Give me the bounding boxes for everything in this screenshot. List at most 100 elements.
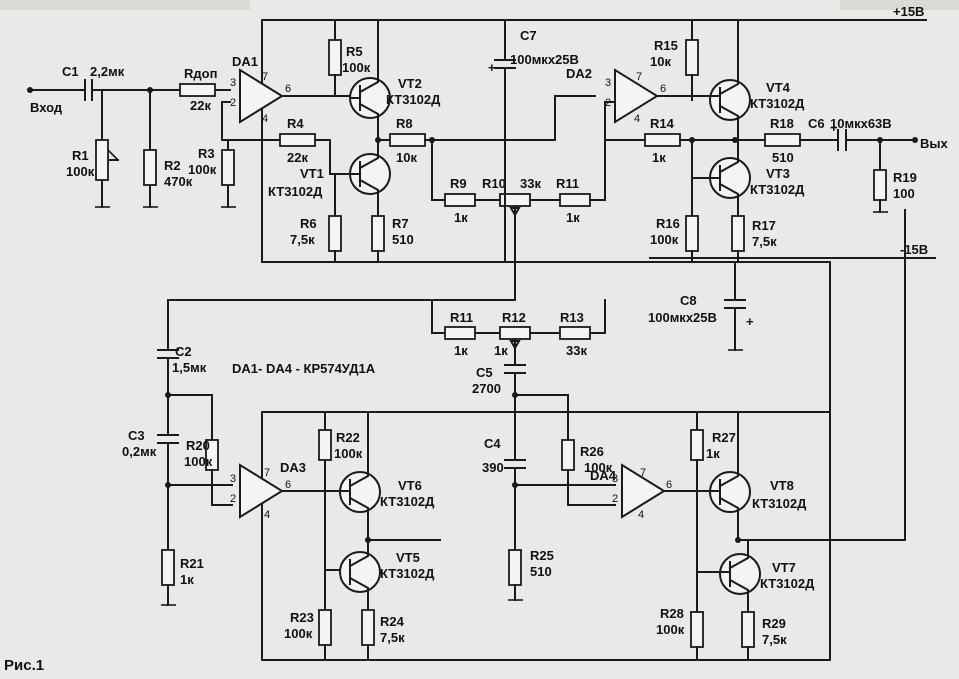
da4-id: DA4	[590, 468, 617, 483]
input-label: Вход	[30, 100, 63, 115]
resistor-r4	[279, 133, 316, 147]
r29-value: 100к	[656, 622, 685, 637]
r10-value: 33к	[520, 176, 541, 191]
resistor-r17	[685, 215, 699, 252]
r3-id: R3	[198, 146, 215, 161]
r11-value: 1к	[566, 210, 580, 225]
vt3-type: КТ3102Д	[750, 182, 805, 197]
da4-pin3: 3	[612, 473, 618, 485]
c8-plus: +	[746, 314, 754, 329]
r8-id: R8	[396, 116, 413, 131]
r9-id: R9	[450, 176, 467, 191]
vt4-id: VT4	[766, 80, 791, 95]
da3-id: DA3	[280, 460, 306, 475]
transistor-vt7	[709, 539, 761, 613]
resistor-r30	[741, 611, 755, 648]
resistor-r27	[561, 439, 575, 471]
r12-value: 1к	[454, 343, 468, 358]
c7-value: 100мкх25В	[510, 52, 579, 67]
resistor-r16	[685, 39, 699, 76]
r4-id: R4	[287, 116, 304, 131]
c8-value: 100мкх25В	[648, 310, 717, 325]
transistor-vt5	[339, 539, 381, 611]
r1-id: R1	[72, 148, 89, 163]
r17-id: R16	[656, 216, 680, 231]
resistor-r13	[499, 326, 531, 340]
da4-pin4: 4	[638, 509, 644, 521]
vt1-type: КТ3102Д	[268, 184, 323, 199]
r21-id: R20	[186, 438, 210, 453]
vt1-id: VT1	[300, 166, 324, 181]
r22-id: R21	[180, 556, 204, 571]
opamp-da4	[621, 463, 666, 519]
r13-id: R12	[502, 310, 526, 325]
r3-value: 100к	[188, 162, 217, 177]
c7-id: C7	[520, 28, 537, 43]
vt6-id: VT6	[398, 478, 422, 493]
c8-id: C8	[680, 293, 697, 308]
vt8-id: VT8	[770, 478, 794, 493]
da2-pin6: 6	[660, 83, 666, 95]
r7-value: 510	[392, 232, 414, 247]
resistor-r20	[873, 169, 887, 201]
resistor-r24	[318, 609, 332, 646]
resistor-r6	[328, 215, 342, 252]
opamp-type-note: DA1- DA4 - КР574УД1А	[232, 361, 376, 376]
r21-value: 100к	[184, 454, 213, 469]
r23-value: 100к	[334, 446, 363, 461]
vt2-id: VT2	[398, 76, 422, 91]
r18-value: 7,5к	[752, 234, 777, 249]
r17-value: 100к	[650, 232, 679, 247]
r6-value: 7,5к	[290, 232, 315, 247]
transistor-vt1	[329, 139, 391, 217]
r15-value: 1к	[652, 150, 666, 165]
transistor-vt3	[691, 139, 751, 217]
r26-id: R25	[530, 548, 554, 563]
rdop-value: 22к	[190, 98, 211, 113]
resistor-rdop	[179, 83, 216, 97]
r12-id: R11	[450, 310, 473, 325]
opamp-da3	[239, 463, 284, 519]
da3-pin6: 6	[285, 479, 291, 491]
r19-id: R18	[770, 116, 794, 131]
r10-id: R10	[482, 176, 506, 191]
da4-pin2: 2	[612, 493, 618, 505]
resistor-r22	[161, 549, 175, 586]
resistor-r29	[690, 611, 704, 648]
da1-pin2: 2	[230, 97, 236, 109]
c4-value: 390	[482, 460, 504, 475]
r16-id: R15	[654, 38, 678, 53]
r18-id: R17	[752, 218, 776, 233]
transistor-vt2	[349, 19, 391, 141]
resistor-r7	[371, 215, 385, 252]
resistor-r15	[644, 133, 681, 147]
vt5-type: КТ3102Д	[380, 566, 435, 581]
resistor-r18	[731, 215, 745, 252]
da1-id: DA1	[232, 54, 258, 69]
c2-value: 1,5мк	[172, 360, 207, 375]
r23-id: R22	[336, 430, 360, 445]
resistor-r2	[143, 149, 157, 186]
da4-pin6: 6	[666, 479, 672, 491]
opamp-da2	[614, 68, 659, 124]
output-label: Вых	[920, 136, 948, 151]
r26-value: 510	[530, 564, 552, 579]
figure-label: Рис.1	[4, 657, 44, 674]
resistor-r14	[559, 326, 591, 340]
r6-id: R6	[300, 216, 317, 231]
r25-id: R24	[380, 614, 405, 629]
r24-value: 100к	[284, 626, 313, 641]
resistor-r1	[95, 139, 119, 181]
r1-value: 100к	[66, 164, 95, 179]
r9-value: 1к	[454, 210, 468, 225]
da1-pin7: 7	[262, 71, 268, 83]
c7-plus: +	[488, 60, 496, 75]
da3-pin7: 7	[264, 467, 270, 479]
r28-id: R27	[712, 430, 736, 445]
c4-id: C4	[484, 436, 501, 451]
resistor-r3	[221, 149, 235, 186]
r4-value: 22к	[287, 150, 308, 165]
rail-positive-label: +15В	[893, 4, 924, 19]
r5-id: R5	[346, 44, 363, 59]
input-section	[27, 79, 231, 208]
